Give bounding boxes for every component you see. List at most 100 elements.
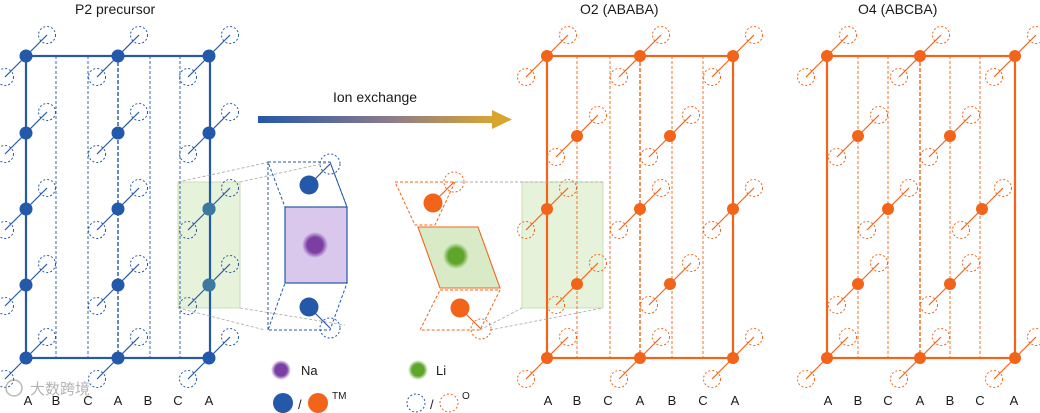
oxygen-atom — [610, 68, 628, 86]
oxygen-atom — [920, 148, 938, 166]
oxygen-atom — [890, 370, 908, 388]
oxygen-atom — [130, 103, 148, 121]
tm-atom — [882, 203, 894, 215]
oxygen-atom — [839, 328, 857, 346]
oxygen-atom — [797, 68, 815, 86]
stacking-letter: A — [916, 393, 925, 408]
tm-atom — [634, 50, 646, 62]
stacking-letter: C — [975, 393, 984, 408]
tm-atom — [299, 297, 319, 317]
oxygen-atom — [38, 103, 56, 121]
stacking-letter: C — [173, 393, 182, 408]
stacking-letter: C — [883, 393, 892, 408]
tm-atom — [914, 352, 926, 364]
zoom-guide-line — [177, 161, 271, 183]
tm-atom — [976, 203, 988, 215]
legend: Na Li / TM / O — [271, 360, 470, 413]
stacking-letter: A — [114, 393, 123, 408]
oxygen-atom — [559, 26, 577, 44]
tm-atom — [299, 175, 319, 195]
zoom-guide-line — [489, 307, 604, 331]
oxygen-atom — [994, 179, 1012, 197]
oxygen-atom — [870, 106, 888, 124]
zoom-guide-line — [239, 307, 346, 326]
oxygen-atom — [962, 254, 980, 272]
oxygen-atom — [797, 370, 815, 388]
tm-atom — [450, 298, 470, 318]
oxygen-atom — [221, 179, 239, 197]
oxygen-atom — [828, 296, 846, 314]
legend-tm-slash: / — [298, 397, 302, 412]
stacking-letter: A — [1010, 393, 1019, 408]
tm-atom — [914, 50, 926, 62]
oxygen-atom — [0, 370, 14, 388]
tm-atom — [571, 130, 583, 142]
oxygen-atom — [130, 255, 148, 273]
li-octahedral-site-zoom — [394, 171, 604, 340]
oxygen-atom — [985, 68, 1003, 86]
o4-structure — [797, 26, 1040, 388]
octa-top — [394, 181, 456, 226]
stacking-letter: C — [698, 393, 707, 408]
oxygen-atom — [858, 221, 876, 239]
oxygen-atom — [517, 68, 535, 86]
stacking-letter: B — [668, 393, 677, 408]
stacking-letter: B — [946, 393, 955, 408]
tm-atom — [19, 351, 33, 365]
oxygen-atom — [703, 370, 721, 388]
tm-atom — [821, 50, 833, 62]
oxygen-atom — [745, 26, 763, 44]
tm-atom — [852, 130, 864, 142]
tm-atom — [423, 193, 443, 213]
legend-li-marker — [408, 360, 428, 380]
tm-atom — [19, 49, 33, 63]
tm-atom — [1009, 352, 1021, 364]
oxygen-atom — [640, 148, 658, 166]
oxygen-atom — [547, 296, 565, 314]
oxygen-atom — [952, 221, 970, 239]
tm-atom — [664, 130, 676, 142]
oxygen-atom — [589, 254, 607, 272]
oxygen-atom — [179, 221, 197, 239]
stacking-letter: B — [52, 393, 61, 408]
oxygen-atom — [652, 328, 670, 346]
stacking-letter: A — [24, 393, 33, 408]
oxygen-atom — [0, 297, 14, 315]
stacking-letter: A — [636, 393, 645, 408]
oxygen-atom — [38, 179, 56, 197]
prism-edge — [329, 161, 348, 208]
oxygen-atom — [470, 318, 492, 340]
oxygen-atom — [221, 103, 239, 121]
oxygen-atom — [828, 148, 846, 166]
tm-atom — [541, 352, 553, 364]
zoom-guide-line — [479, 307, 523, 331]
tm-atom — [202, 351, 216, 365]
tm-atom — [944, 278, 956, 290]
legend-tm-orange-marker — [308, 393, 328, 413]
stacking-letter: C — [603, 393, 612, 408]
oxygen-atom — [517, 221, 535, 239]
tm-atom — [19, 202, 33, 216]
oxygen-atom — [703, 221, 721, 239]
watermark-logo-icon — [5, 379, 23, 397]
o2-structure — [517, 26, 763, 388]
oxygen-atom — [130, 26, 148, 44]
na-prism-face — [284, 206, 348, 284]
stacking-letter: C — [83, 393, 92, 408]
tm-atom-highlight — [202, 202, 216, 216]
oxygen-atom — [0, 221, 14, 239]
stacking-letter: A — [544, 393, 553, 408]
oxygen-atom — [547, 148, 565, 166]
li-ion — [443, 243, 469, 269]
oxygen-atom — [652, 179, 670, 197]
tm-atom — [19, 278, 33, 292]
legend-o-slash: / — [430, 397, 434, 412]
tm-atom — [664, 278, 676, 290]
oxygen-atom — [610, 221, 628, 239]
oxygen-atom — [745, 179, 763, 197]
tm-atom — [111, 49, 125, 63]
oxygen-atom — [703, 68, 721, 86]
legend-tm-blue-marker — [273, 393, 293, 413]
oxygen-atom — [962, 106, 980, 124]
